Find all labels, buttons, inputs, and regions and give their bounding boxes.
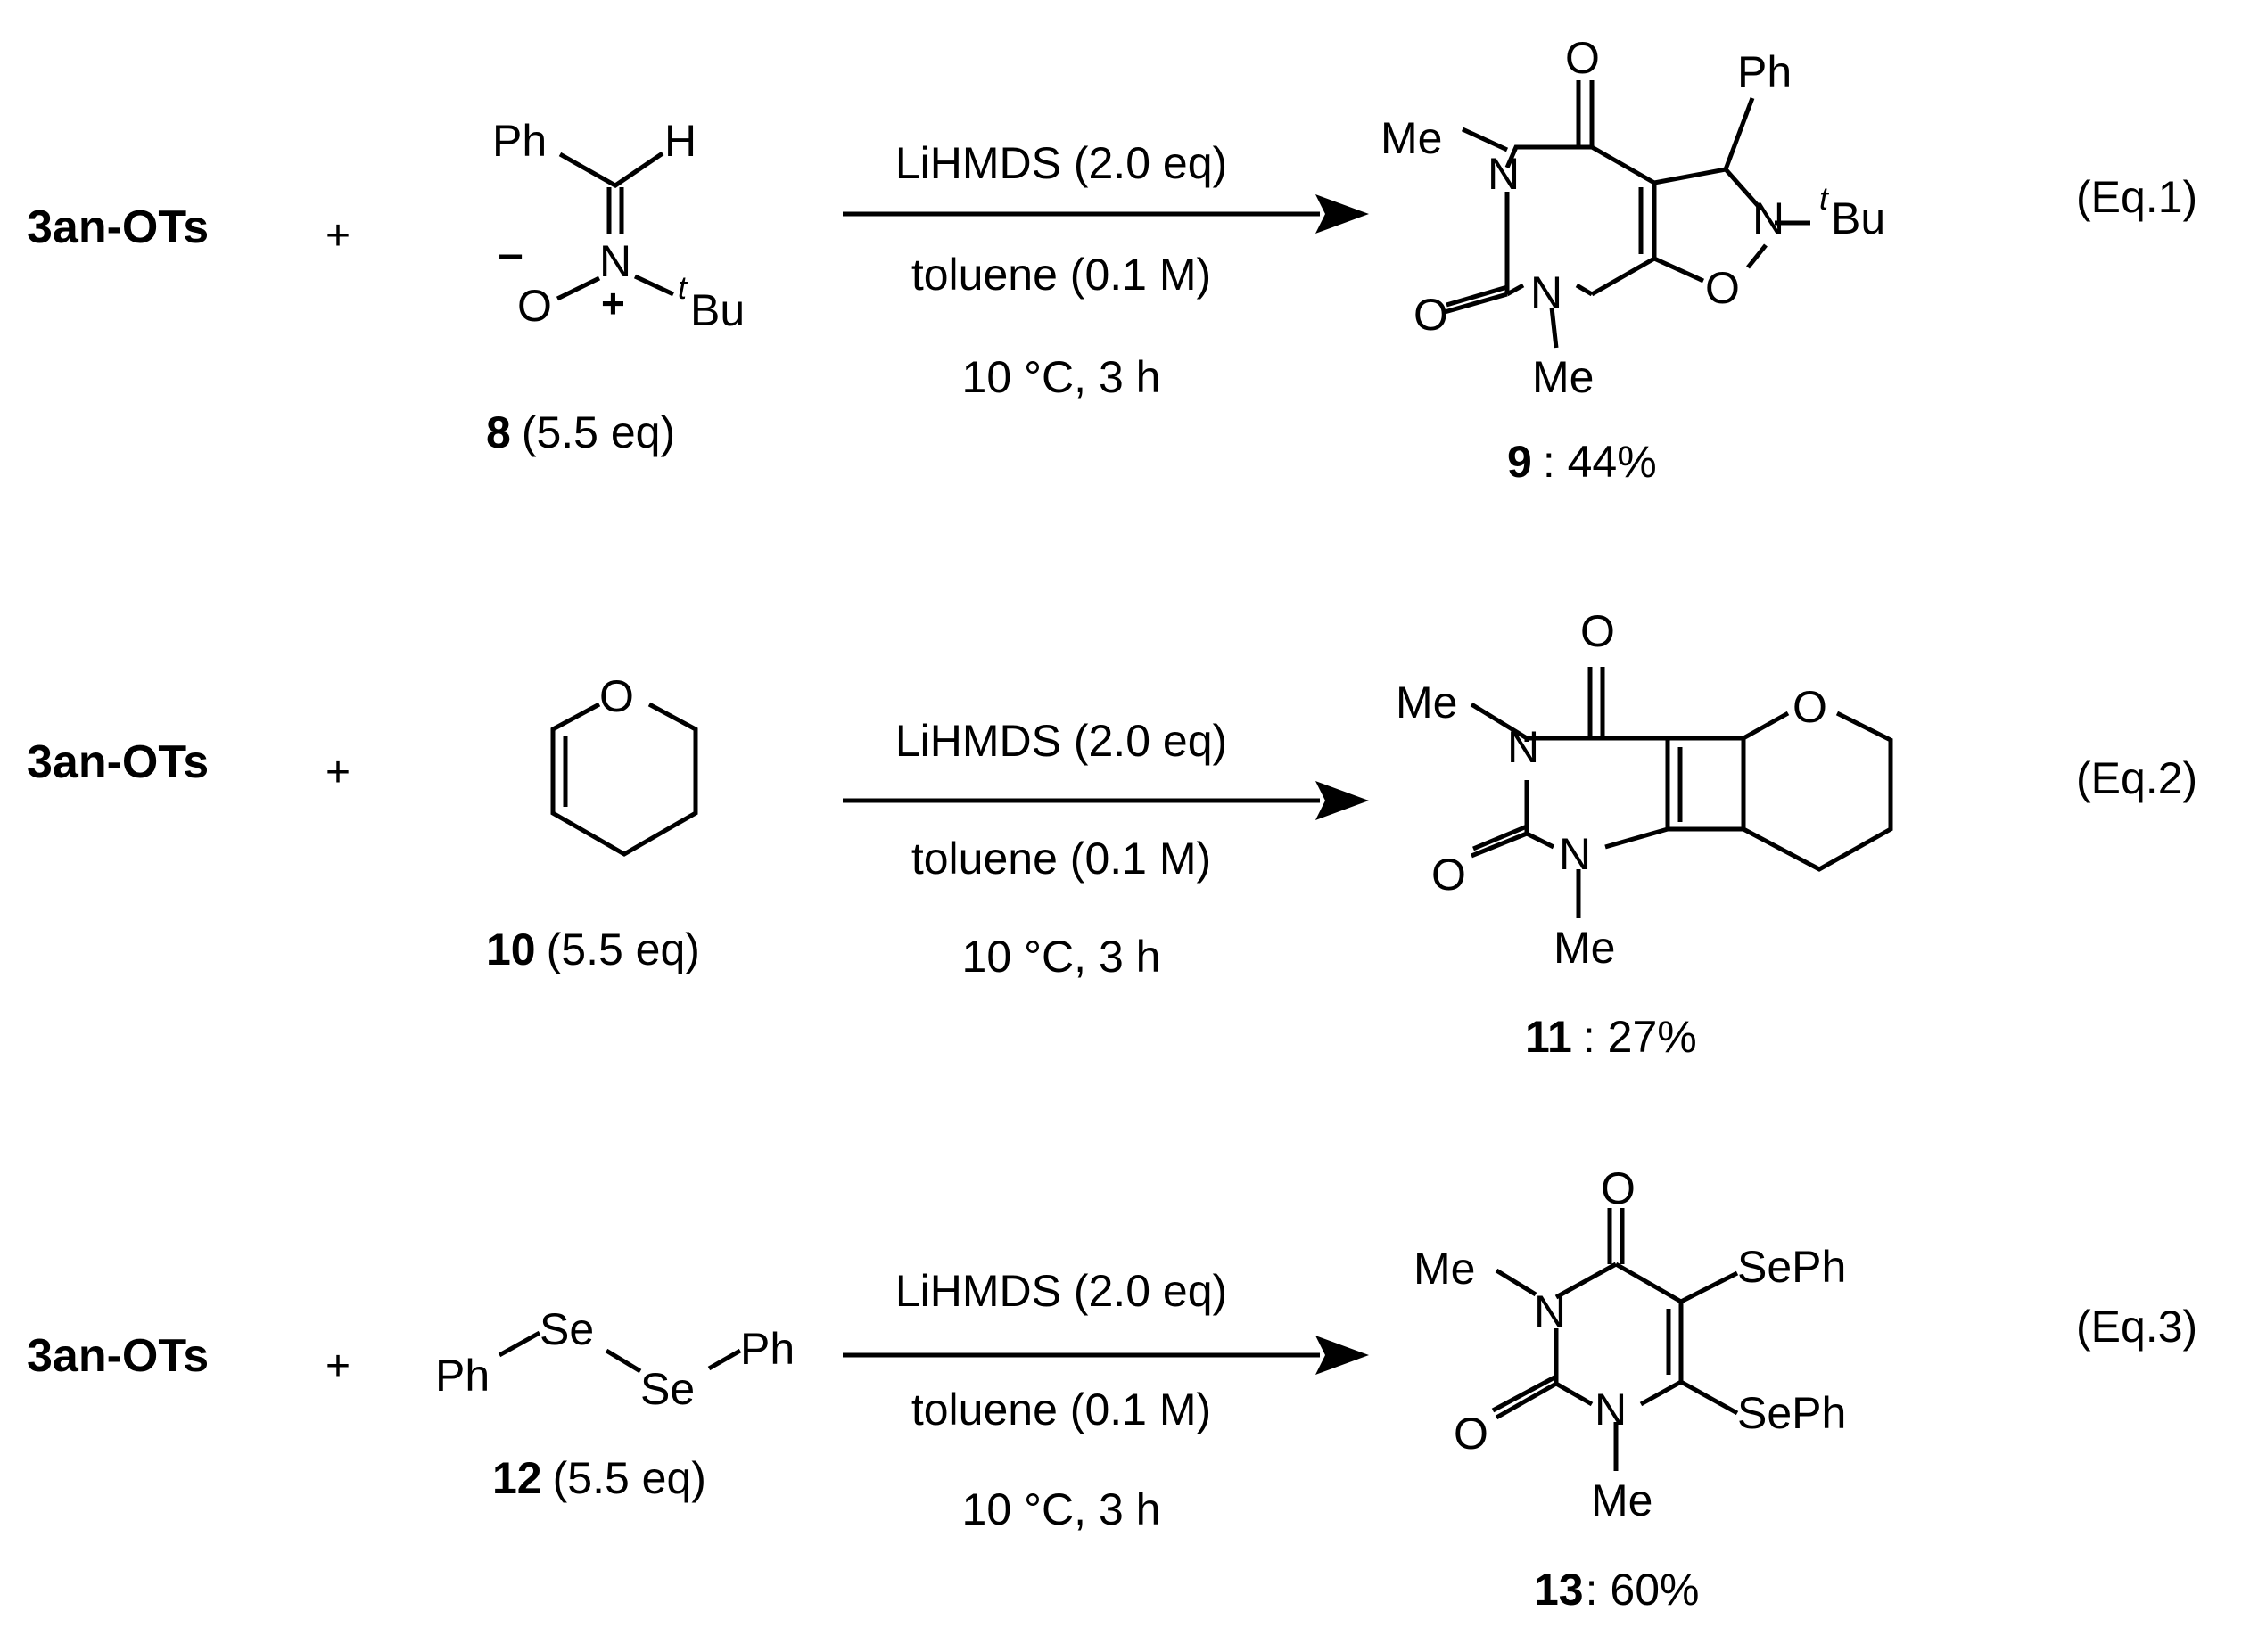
atom-o1: O: [1565, 33, 1600, 83]
atom-o: O: [599, 671, 634, 721]
condition-base: LiHMDS (2.0 eq): [895, 1266, 1227, 1316]
arrowhead: [1315, 194, 1369, 234]
condition-temp-time: 10 °C, 3 h: [962, 932, 1161, 982]
product-yield: : 27%: [1583, 1012, 1697, 1062]
atom-tbu-t: t: [1819, 180, 1830, 217]
atom-o2: O: [1413, 290, 1448, 340]
atom-me1: Me: [1380, 113, 1442, 163]
atom-tbu-t: t: [678, 269, 688, 306]
plus-charge: +: [601, 280, 625, 326]
reagent-id: 12: [492, 1453, 542, 1503]
atom-me1: Me: [1396, 678, 1457, 727]
atom-o1: O: [1580, 606, 1615, 656]
atom-tbu: Bu: [690, 285, 745, 335]
atom-ph: Ph: [492, 116, 547, 166]
reactant-label: 3an-OTs: [27, 736, 209, 788]
reactant-label: 3an-OTs: [27, 201, 209, 253]
reactant-label: 3an-OTs: [27, 1330, 209, 1382]
product-id: 13: [1534, 1565, 1584, 1615]
atom-n2: N: [1595, 1385, 1627, 1434]
condition-temp-time: 10 °C, 3 h: [962, 1484, 1161, 1534]
product-label: 9: 44%: [1507, 437, 1657, 487]
atom-me2: Me: [1591, 1475, 1652, 1525]
atom-n1: N: [1507, 722, 1539, 772]
atom-se2: Se: [640, 1364, 695, 1414]
minus-charge: −: [498, 232, 523, 282]
condition-solvent: toluene (0.1 M): [911, 250, 1211, 300]
atom-n3: N: [1752, 193, 1784, 243]
product-9-structure: Me N O O N Me Ph N t Bu O: [1380, 33, 1885, 402]
arrowhead: [1315, 781, 1369, 820]
diselenide-structure: Ph Se Se Ph: [435, 1304, 795, 1414]
atom-n1: N: [1534, 1286, 1566, 1336]
condition-solvent: toluene (0.1 M): [911, 834, 1211, 884]
product-yield: : 60%: [1586, 1565, 1700, 1615]
nitrone-structure: Ph H N O − + t Bu: [492, 116, 745, 335]
atom-n1: N: [1488, 149, 1520, 199]
atom-tbu: Bu: [1831, 193, 1885, 243]
reagent-eq: (5.5 eq): [553, 1453, 706, 1503]
reagent-eq: (5.5 eq): [547, 925, 700, 974]
atom-o3: O: [1705, 263, 1740, 313]
condition-solvent: toluene (0.1 M): [911, 1385, 1211, 1434]
atom-o: O: [517, 281, 552, 331]
reagent-label: 8(5.5 eq): [486, 407, 675, 457]
condition-temp-time: 10 °C, 3 h: [962, 352, 1161, 402]
atom-n2: N: [1530, 267, 1562, 317]
equation-label: (Eq.3): [2076, 1302, 2197, 1352]
atom-h: H: [664, 116, 696, 166]
atom-seph1: SePh: [1737, 1242, 1846, 1292]
equation-label: (Eq.1): [2076, 172, 2197, 222]
reagent-id: 8: [486, 407, 511, 457]
atom-seph2: SePh: [1737, 1388, 1846, 1438]
atom-ph: Ph: [1737, 47, 1792, 97]
product-yield: : 44%: [1543, 437, 1657, 487]
reagent-id: 10: [486, 925, 536, 974]
product-id: 9: [1507, 437, 1532, 487]
equation-label: (Eq.2): [2076, 753, 2197, 803]
reagent-label: 12(5.5 eq): [492, 1453, 706, 1503]
product-label: 13: 60%: [1534, 1565, 1699, 1615]
atom-o2: O: [1431, 850, 1466, 900]
reagent-eq: (5.5 eq): [522, 407, 675, 457]
atom-o1: O: [1601, 1163, 1636, 1213]
product-id: 11: [1525, 1012, 1572, 1062]
atom-me1: Me: [1413, 1244, 1475, 1294]
atom-o2: O: [1454, 1409, 1488, 1459]
atom-se1: Se: [540, 1304, 594, 1354]
reaction-1: 3an-OTs + Ph H N O − + t Bu 8(5.5 eq) Li…: [27, 33, 2197, 487]
condition-base: LiHMDS (2.0 eq): [895, 716, 1227, 766]
atom-o3: O: [1793, 682, 1827, 732]
reagent-label: 10(5.5 eq): [486, 925, 700, 974]
plus-sign: +: [326, 212, 350, 259]
reaction-3: 3an-OTs + Ph Se Se Ph 12(5.5 eq) LiHMDS …: [27, 1163, 2197, 1615]
plus-sign: +: [326, 1343, 350, 1390]
atom-me2: Me: [1554, 923, 1615, 973]
atom-ph1: Ph: [435, 1351, 490, 1401]
plus-sign: +: [326, 749, 350, 796]
product-11-structure: Me N O O N Me O: [1396, 606, 1893, 973]
atom-ph2: Ph: [740, 1324, 795, 1374]
atom-n2: N: [1559, 829, 1591, 879]
dihydropyran-structure: O: [550, 671, 698, 857]
reaction-2: 3an-OTs + O 10(5.5 eq) LiHMDS (2.0 eq) t…: [27, 606, 2197, 1062]
condition-base: LiHMDS (2.0 eq): [895, 138, 1227, 188]
arrowhead: [1315, 1336, 1369, 1375]
product-label: 11: 27%: [1525, 1012, 1697, 1062]
atom-me2: Me: [1532, 352, 1594, 402]
product-13-structure: Me N O O N Me SePh SePh: [1413, 1163, 1846, 1525]
atom-n: N: [599, 236, 631, 286]
